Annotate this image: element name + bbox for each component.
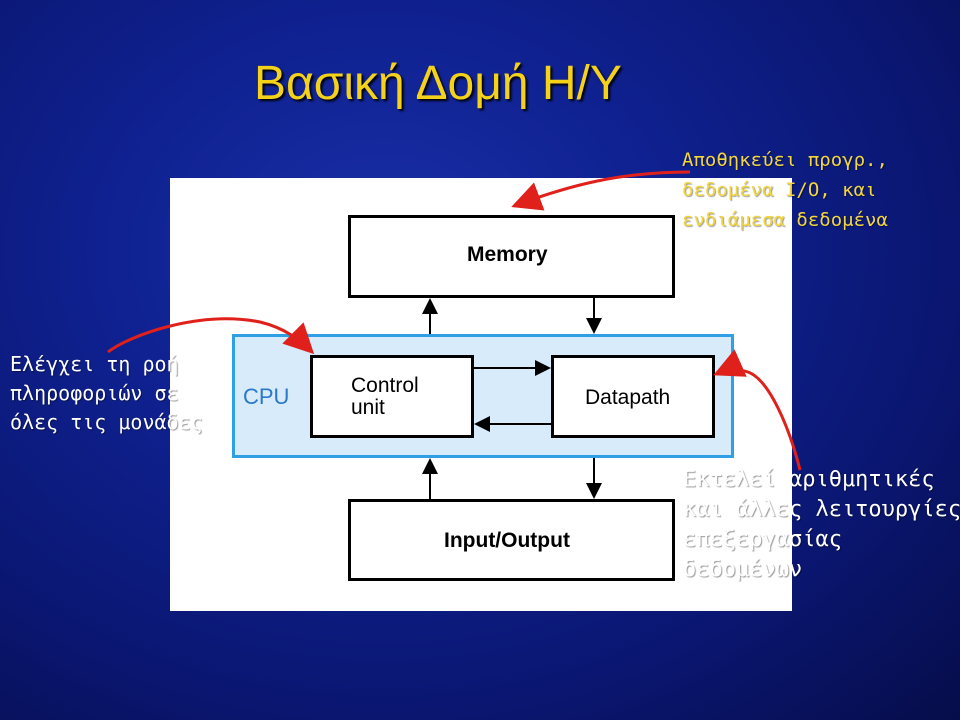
memory-annotation: Αποθηκεύει προγρ., δεδομένα I/O, και ενδ… [682, 149, 888, 231]
control-unit-box: Control unit [310, 355, 474, 438]
datapath-pointer-arrow [713, 349, 802, 471]
control-unit-label: Control unit [351, 374, 419, 419]
input-output-label: Input/Output [444, 529, 570, 552]
memory-label: Memory [467, 243, 548, 266]
cpu-label: CPU [243, 384, 290, 409]
datapath-box: Datapath [551, 355, 715, 438]
memory-box: Memory [348, 215, 675, 298]
memory-pointer-arrow [511, 170, 691, 211]
input-output-box: Input/Output [348, 499, 675, 581]
control-pointer-arrow [107, 317, 315, 355]
datapath-label: Datapath [585, 386, 671, 409]
slide-title: Βασική Δομή Η/Υ [254, 57, 622, 110]
datapath-annotation: Εκτελεί αριθμητικές και άλλες λειτουργίε… [683, 467, 960, 582]
control-annotation: Ελέγχει τη ροή πληροφοριών σε όλες τις μ… [10, 352, 203, 434]
